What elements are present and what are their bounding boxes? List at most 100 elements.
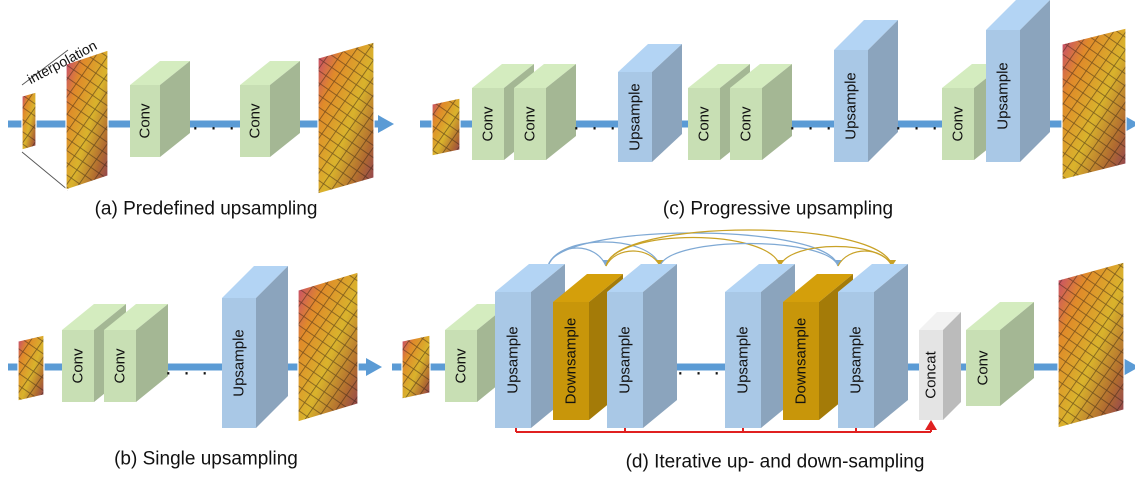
lr-image-a-frame bbox=[21, 91, 37, 151]
concat-block-d-label: Concat bbox=[923, 350, 940, 398]
conv-block-b1-top-face bbox=[62, 304, 126, 330]
lr-image-d-frame bbox=[401, 334, 431, 400]
ellipsis-b: . . . bbox=[165, 355, 211, 380]
sr-image-b-frame bbox=[297, 271, 359, 423]
downsample-block-d1-top-face bbox=[553, 274, 623, 302]
conv-block-b2-front-face bbox=[104, 330, 136, 402]
ellipsis-c3: . . . bbox=[895, 110, 941, 135]
upsample-block-d4-front-face bbox=[838, 292, 874, 428]
caption-d: (d) Iterative up- and down-sampling bbox=[626, 452, 925, 473]
skip-arrow-head bbox=[925, 420, 937, 430]
lr-image-b-frame bbox=[17, 334, 45, 402]
conv-block-b2-top-face bbox=[104, 304, 168, 330]
upsample-block-c1: Upsample bbox=[618, 44, 682, 162]
conv-block-a2-side-face bbox=[270, 61, 300, 157]
upsample-block-d1-top-face bbox=[495, 264, 565, 292]
dense-connections bbox=[547, 229, 896, 267]
conv-block-d1-top-face bbox=[445, 304, 509, 330]
frustum-edge-bottom bbox=[21, 151, 69, 191]
sr-image-b-veins bbox=[298, 272, 358, 422]
concat-block-d-side-face bbox=[943, 312, 961, 420]
pipeline-d-head bbox=[1123, 358, 1135, 376]
conv-block-a1-top-face bbox=[130, 61, 190, 85]
dense-arc-9 bbox=[837, 250, 893, 267]
sr-image-a bbox=[317, 41, 375, 195]
conv-block-a1: Conv bbox=[130, 61, 190, 157]
conv-block-c2: Conv bbox=[514, 64, 576, 160]
skip-connections bbox=[515, 420, 937, 433]
dense-arc-head-7 bbox=[834, 260, 842, 266]
upsample-block-c2-front-face bbox=[834, 50, 868, 162]
conv-block-c4-top-face bbox=[730, 64, 792, 88]
upsample-block-d1-front-face bbox=[495, 292, 531, 428]
conv-block-b1-front-face bbox=[62, 330, 94, 402]
ellipsis-d: . . . bbox=[677, 355, 723, 380]
upsample-block-c2-top-face bbox=[834, 20, 898, 50]
upsample-block-d4-side-face bbox=[874, 264, 908, 428]
sr-image-a-veins bbox=[318, 42, 374, 194]
concat-block-d: Concat bbox=[919, 312, 961, 420]
conv-block-d1: Conv bbox=[445, 304, 509, 402]
ellipsis-a: . . . bbox=[192, 110, 238, 135]
upsample-block-d3-top-face bbox=[725, 264, 795, 292]
lr-image-c bbox=[431, 97, 461, 157]
conv-block-d2-side-face bbox=[1000, 302, 1034, 406]
upsample-block-b-front-face bbox=[222, 298, 256, 428]
dense-arc-4 bbox=[605, 250, 661, 267]
ellipsis-c1: . . . bbox=[573, 110, 619, 135]
conv-block-c3-front-face bbox=[688, 88, 720, 160]
downsample-block-d2-front-face bbox=[783, 302, 819, 420]
interpolated-image-a bbox=[65, 49, 109, 191]
conv-block-c2-front-face bbox=[514, 88, 546, 160]
upsample-block-d3-label: Upsample bbox=[735, 326, 752, 394]
conv-block-b2: Conv bbox=[104, 304, 168, 402]
upsample-block-d1-label: Upsample bbox=[505, 326, 522, 394]
conv-block-d2-front-face bbox=[966, 330, 1000, 406]
upsample-block-d2-label: Upsample bbox=[617, 326, 634, 394]
conv-block-c4: Conv bbox=[730, 64, 792, 160]
lr-image-c-veins bbox=[432, 98, 460, 156]
pipeline-b-head bbox=[366, 358, 382, 376]
upsample-block-c2-side-face bbox=[868, 20, 898, 162]
upsample-block-c1-side-face bbox=[652, 44, 682, 162]
upsample-block-c3-top-face bbox=[986, 0, 1050, 30]
upsample-block-c1-front-face bbox=[618, 72, 652, 162]
upsample-block-d2-top-face bbox=[607, 264, 677, 292]
upsample-block-c2: Upsample bbox=[834, 20, 898, 162]
lr-image-d-veins bbox=[402, 335, 430, 399]
conv-block-c1-top-face bbox=[472, 64, 534, 88]
lr-image-c-frame bbox=[431, 97, 461, 157]
upsample-block-d2-front-face bbox=[607, 292, 643, 428]
conv-block-a2-label: Conv bbox=[247, 103, 264, 139]
upsample-block-c1-top-face bbox=[618, 44, 682, 72]
caption-c: (c) Progressive upsampling bbox=[663, 199, 893, 220]
conv-block-a2: Conv bbox=[240, 61, 300, 157]
frustum-edge-top bbox=[21, 49, 69, 86]
ellipsis-c2: . . . bbox=[789, 110, 835, 135]
conv-block-d1-front-face bbox=[445, 330, 477, 402]
conv-block-b2-side-face bbox=[136, 304, 168, 402]
concat-block-d-front-face bbox=[919, 330, 943, 420]
upsample-block-c3-side-face bbox=[1020, 0, 1050, 162]
upsample-block-b-side-face bbox=[256, 266, 288, 428]
upsample-block-c3-label: Upsample bbox=[995, 62, 1012, 130]
sr-image-c-frame bbox=[1061, 27, 1127, 181]
conv-block-c2-label: Conv bbox=[522, 106, 539, 142]
upsample-block-b-label: Upsample bbox=[231, 329, 248, 397]
conv-block-c4-front-face bbox=[730, 88, 762, 160]
sr-image-c-veins bbox=[1062, 28, 1126, 180]
dense-arc-7 bbox=[659, 243, 839, 267]
upsample-block-b: Upsample bbox=[222, 266, 288, 428]
lr-image-b bbox=[17, 334, 45, 402]
upsample-block-d4: Upsample bbox=[838, 264, 908, 428]
upsample-block-d4-label: Upsample bbox=[848, 326, 865, 394]
upsample-block-d3-front-face bbox=[725, 292, 761, 428]
conv-block-d1-label: Conv bbox=[453, 348, 470, 384]
downsample-block-d2-top-face bbox=[783, 274, 853, 302]
sr-image-c bbox=[1061, 27, 1127, 181]
upsample-block-c1-label: Upsample bbox=[627, 83, 644, 151]
conv-block-c5-front-face bbox=[942, 88, 974, 160]
upsample-block-d2: Upsample bbox=[607, 264, 677, 428]
conv-block-c2-side-face bbox=[546, 64, 576, 160]
